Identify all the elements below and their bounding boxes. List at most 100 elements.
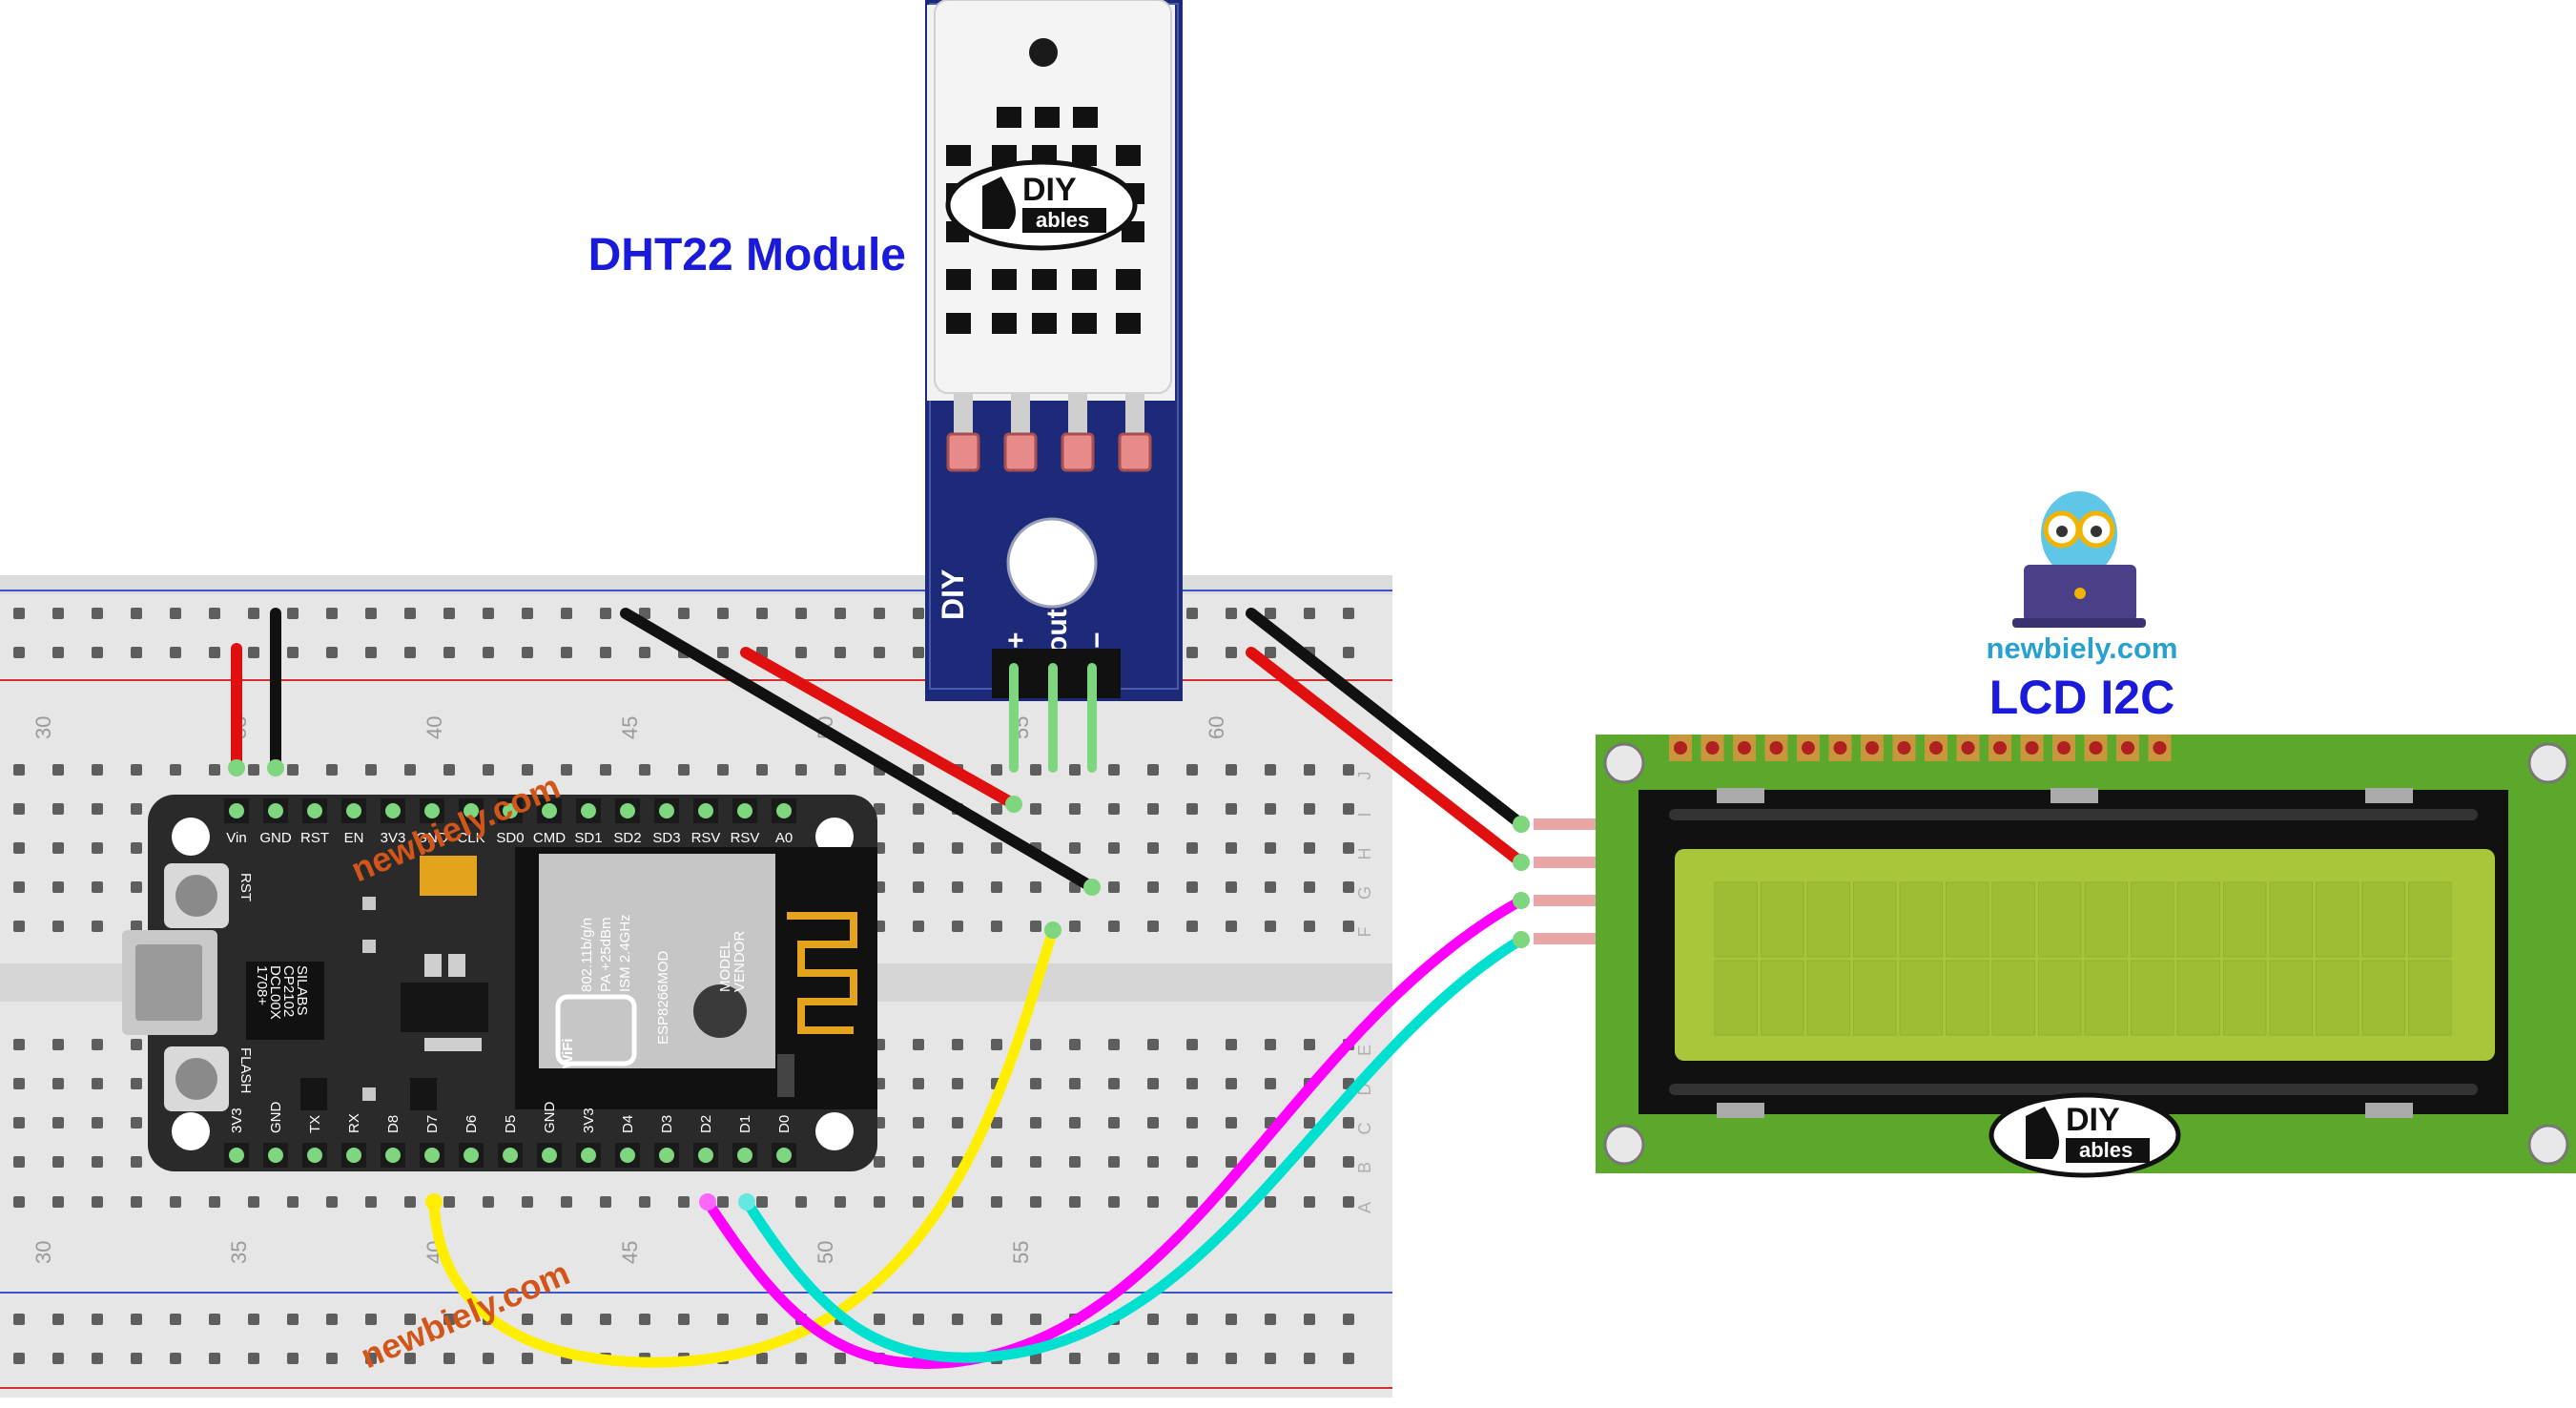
- dht22-title: DHT22 Module: [588, 230, 906, 280]
- esp-pin-bottom-dot: [346, 1148, 361, 1163]
- breadboard-hole: [678, 764, 690, 776]
- lcd-title: LCD I2C: [1989, 671, 2174, 724]
- wire-lcd-vcc-red: [1246, 647, 1527, 868]
- esp-pin-bottom-dot: [698, 1148, 713, 1163]
- newbiely-logo: newbiely.com: [1987, 491, 2178, 665]
- lcd-char-cell: [1806, 960, 1850, 1036]
- esp-pin-bottom-dot: [268, 1148, 283, 1163]
- breadboard-hole: [1069, 1156, 1081, 1168]
- breadboard-hole: [1304, 803, 1315, 815]
- rail-hole: [1265, 608, 1276, 619]
- lcd-char-cell: [1761, 881, 1804, 958]
- breadboard-hole: [1265, 921, 1276, 932]
- grille-slot: [1116, 313, 1141, 334]
- row-letter: A: [1355, 1202, 1374, 1213]
- rail-hole: [483, 608, 494, 619]
- breadboard-hole: [835, 764, 846, 776]
- esp-pin-label-bottom: RX: [346, 1113, 362, 1133]
- breadboard-hole: [795, 764, 807, 776]
- rail-hole: [365, 608, 377, 619]
- breadboard-hole: [991, 881, 1002, 893]
- esp-pin-label-top: GND: [259, 830, 292, 846]
- rail-hole: [678, 608, 690, 619]
- esp-pin-top-dot: [424, 803, 440, 818]
- breadboard-hole: [991, 1156, 1002, 1168]
- grille-slot: [1073, 107, 1098, 128]
- esp-pin-bottom-dot: [464, 1148, 479, 1163]
- grille-slot: [997, 107, 1021, 128]
- rail-hole: [209, 1314, 220, 1325]
- rail-hole: [1186, 608, 1198, 619]
- lcd-i2c-pin-sda: [1534, 895, 1596, 906]
- breadboard-hole: [13, 842, 25, 854]
- esp-pin-top-dot: [464, 803, 479, 818]
- breadboard-hole: [404, 764, 416, 776]
- breadboard-hole: [52, 803, 64, 815]
- lcd-header-pin-dot: [1833, 741, 1847, 755]
- esp-pin-label-top: SD3: [652, 830, 680, 846]
- breadboard-hole: [287, 1196, 299, 1208]
- dht22-pin-label-out: out: [1041, 609, 1073, 653]
- rail-hole: [52, 1353, 64, 1364]
- breadboard-hole: [913, 803, 924, 815]
- breadboard-hole: [52, 842, 64, 854]
- grille-slot: [1072, 269, 1097, 290]
- dht22-sensor-pad: [1118, 432, 1152, 472]
- breadboard-hole: [1108, 1039, 1120, 1050]
- lcd-char-cell: [2176, 960, 2220, 1036]
- breadboard-hole: [52, 921, 64, 932]
- esp-pin-label-top: A0: [775, 830, 793, 846]
- rail-hole: [326, 608, 338, 619]
- breadboard-hole: [92, 1039, 103, 1050]
- breadboard-hole: [365, 1196, 377, 1208]
- breadboard-hole: [1186, 1039, 1198, 1050]
- rail-hole: [287, 608, 299, 619]
- breadboard-hole: [874, 1196, 885, 1208]
- module-text-6: MODEL: [717, 942, 733, 992]
- dht22-board-hole: [1006, 517, 1098, 609]
- lcd-top-pins: [1669, 735, 2172, 761]
- breadboard-hole: [1108, 1078, 1120, 1089]
- wire-dht-data-yellow: [428, 924, 1059, 1368]
- breadboard-hole: [248, 1196, 259, 1208]
- esp-pin-bottom-dot: [737, 1148, 752, 1163]
- rail-hole: [1265, 1353, 1276, 1364]
- breadboard-hole: [991, 921, 1002, 932]
- esp-pin-label-bottom: GND: [268, 1102, 284, 1134]
- dht22-sensor-leg: [1068, 393, 1087, 436]
- rail-hole: [1186, 1314, 1198, 1325]
- usb-uart-chip: [246, 962, 324, 1040]
- lcd-header-pin-dot: [2057, 741, 2071, 755]
- breadboard-hole: [1265, 1039, 1276, 1050]
- rail-hole: [874, 647, 885, 658]
- breadboard-hole: [522, 764, 533, 776]
- breadboard-hole: [1226, 1078, 1237, 1089]
- grille-slot: [946, 145, 971, 166]
- rail-hole: [326, 1314, 338, 1325]
- lcd-char-cell: [2038, 881, 2082, 958]
- grille-slot: [992, 313, 1017, 334]
- breadboard-hole: [561, 764, 572, 776]
- lcd-char-cell: [2361, 960, 2405, 1036]
- lcd-i2c-pin-scl: [1534, 933, 1596, 944]
- breadboard-hole: [756, 1196, 768, 1208]
- lcd-header-pin-dot: [1993, 741, 2007, 755]
- breadboard-hole: [913, 1117, 924, 1128]
- breadboard-hole: [913, 1039, 924, 1050]
- lcd-char-cell: [1899, 960, 1943, 1036]
- rail-hole: [170, 608, 181, 619]
- breadboard-hole: [1186, 1078, 1198, 1089]
- wire-dht-vcc-red: [740, 647, 1020, 810]
- breadboard-hole: [1030, 1078, 1041, 1089]
- lcd-header-pin-dot: [2089, 741, 2103, 755]
- grille-slot: [1072, 313, 1097, 334]
- rail-hole: [326, 647, 338, 658]
- breadboard-hole: [991, 1039, 1002, 1050]
- breadboard-hole: [404, 1196, 416, 1208]
- lcd-header-pin-dot: [1865, 741, 1879, 755]
- lcd-char-cell: [2269, 960, 2313, 1036]
- lcd-char-cell: [2316, 881, 2360, 958]
- row-letter: I: [1355, 812, 1374, 817]
- column-number-bottom: 50: [814, 1241, 837, 1264]
